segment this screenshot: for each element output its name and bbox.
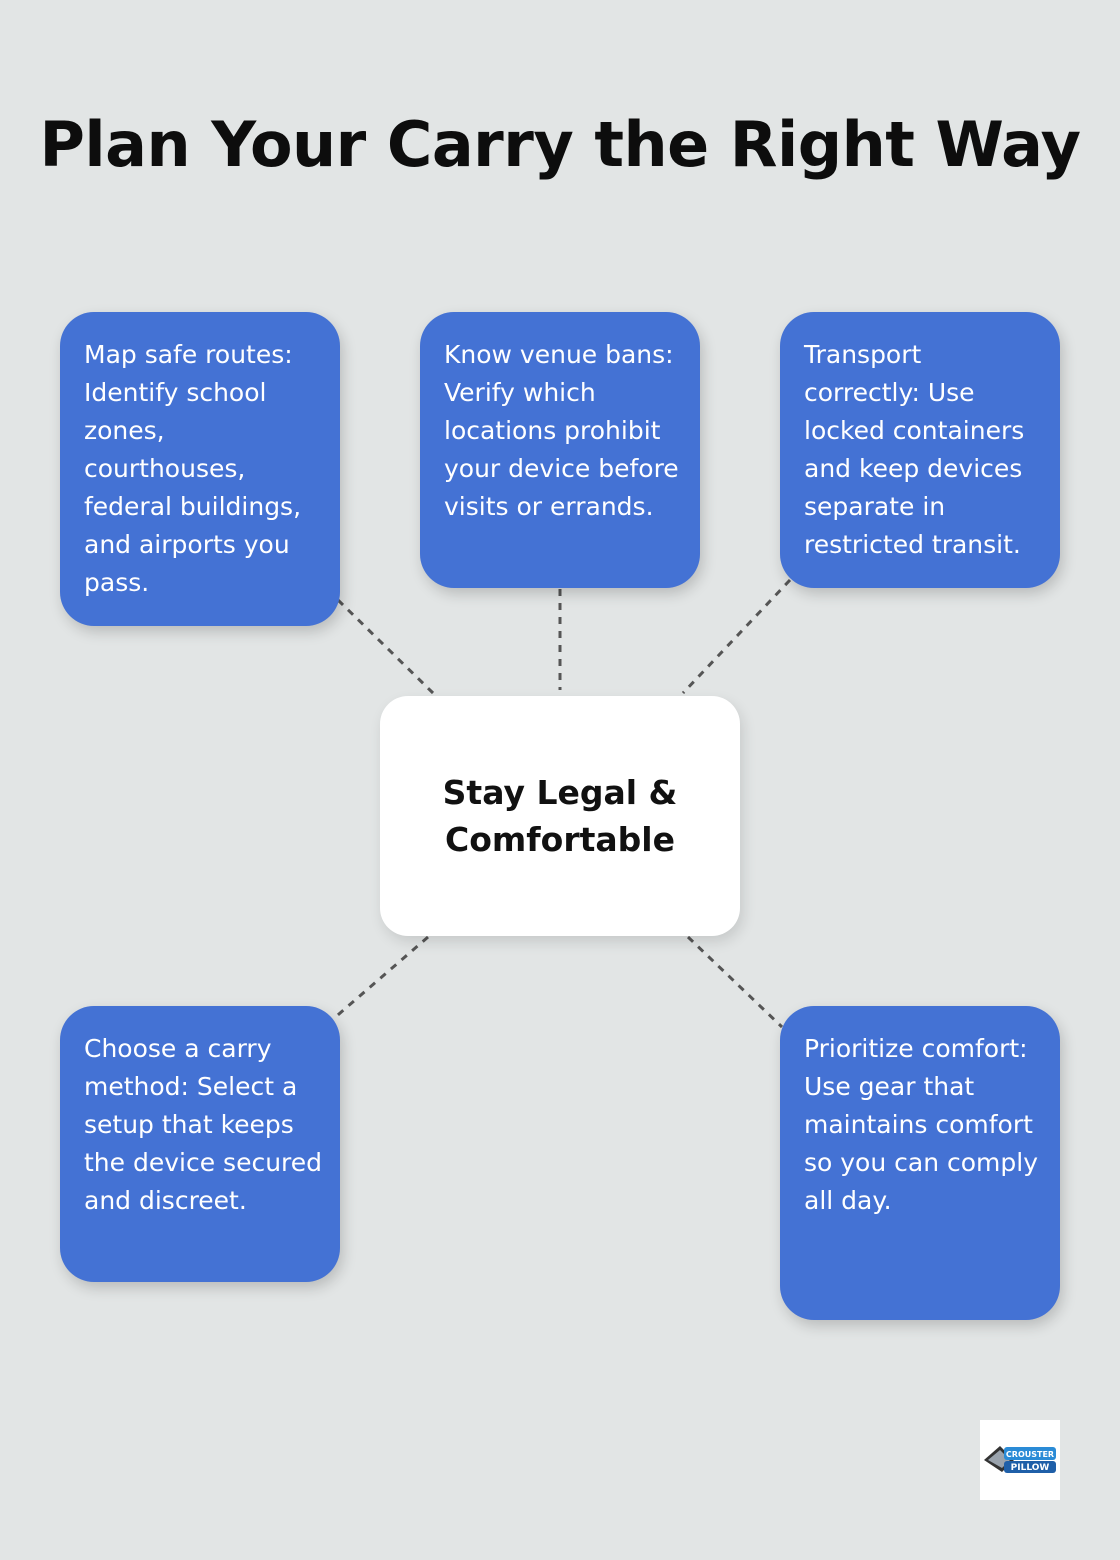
svg-text:CROUSTER: CROUSTER <box>1006 1450 1054 1459</box>
step-card-transport: Transport correctly: Use locked containe… <box>780 312 1060 588</box>
brand-logo: CROUSTER PILLOW <box>980 1420 1060 1500</box>
connector-line <box>331 935 429 1022</box>
step-card-venue-bans: Know venue bans: Verify which locations … <box>420 312 700 588</box>
step-card-map-routes: Map safe routes: Identify school zones, … <box>60 312 340 626</box>
page-title: Plan Your Carry the Right Way <box>39 108 1081 181</box>
connector-line <box>681 578 792 695</box>
center-node: Stay Legal & Comfortable <box>380 696 740 936</box>
svg-text:PILLOW: PILLOW <box>1011 1463 1050 1473</box>
step-card-carry-method: Choose a carry method: Select a setup th… <box>60 1006 340 1282</box>
center-label: Stay Legal & Comfortable <box>442 773 678 859</box>
step-card-comfort: Prioritize comfort: Use gear that mainta… <box>780 1006 1060 1320</box>
pillow-logo-icon: CROUSTER PILLOW <box>984 1446 1056 1473</box>
connector-line <box>686 935 784 1029</box>
connector-line <box>336 598 435 695</box>
